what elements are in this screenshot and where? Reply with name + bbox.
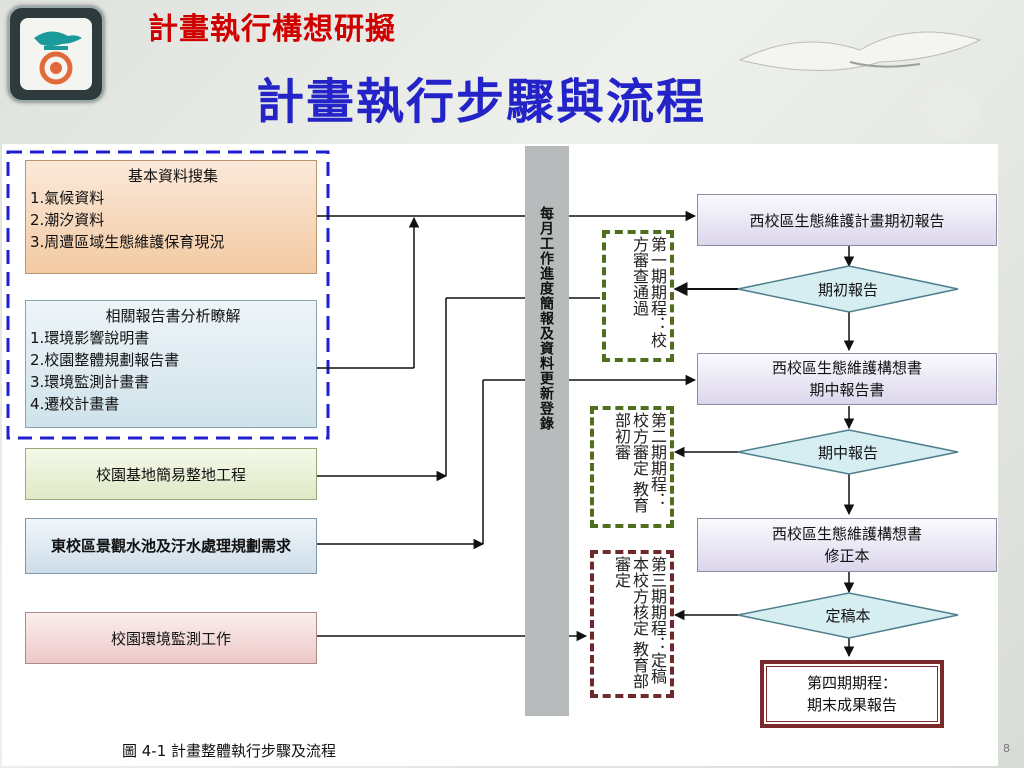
decision-final-draft <box>737 592 959 639</box>
final-report-line1: 第四期期程： <box>806 674 897 692</box>
revised-report-box: 西校區生態維護構想書 修正本 <box>697 518 997 572</box>
slide-number: 8 <box>1003 742 1010 755</box>
logo-emblem-icon <box>34 31 82 85</box>
interim-report-line2: 期中報告書 <box>809 381 885 399</box>
basic-data-item: 3.周遭區域生態維護保育現況 <box>30 233 225 251</box>
figure-caption: 圖 4-1 計畫整體執行步驟及流程 <box>122 742 337 760</box>
reports-item: 2.校園整體規劃報告書 <box>30 351 180 369</box>
final-report-line2: 期末成果報告 <box>806 696 897 714</box>
decorative-bird-image <box>738 31 982 140</box>
decision3-label: 定稿本 <box>825 607 870 625</box>
university-logo <box>8 6 104 102</box>
phase3-note: 第三期期程：定稿本校方核定 教育部審定 <box>590 550 674 698</box>
revised-report-line2: 修正本 <box>824 547 870 565</box>
basic-data-item: 2.潮汐資料 <box>30 211 105 229</box>
input-group-frame <box>6 150 330 440</box>
basic-data-item: 1.氣候資料 <box>30 189 105 207</box>
interim-report-line1: 西校區生態維護構想書 <box>771 359 922 377</box>
decision1-label: 期初報告 <box>818 281 878 299</box>
final-report-box: 第四期期程： 期末成果報告 <box>760 660 944 728</box>
east-pond-box: 東校區景觀水池及汙水處理規劃需求 <box>25 518 317 574</box>
slide-title: 計畫執行步驟與流程 <box>256 74 707 130</box>
decision2-label: 期中報告 <box>818 444 878 462</box>
phase1-note: 第一期期程：校方審查通過 <box>602 230 674 362</box>
basic-data-heading: 基本資料搜集 <box>127 167 218 185</box>
reports-item: 3.環境監測計畫書 <box>30 373 150 391</box>
basic-data-box: 基本資料搜集 1.氣候資料 2.潮汐資料 3.周遭區域生態維護保育現況 <box>25 160 317 274</box>
reports-analysis-box: 相關報告書分析瞭解 1.環境影響說明書 2.校園整體規劃報告書 3.環境監測計畫… <box>25 300 317 428</box>
monitoring-box: 校園環境監測工作 <box>25 612 317 664</box>
decision-interim-report <box>737 429 959 475</box>
slide-subtitle: 計畫執行構想研擬 <box>148 12 396 47</box>
initial-report-box: 西校區生態維護計畫期初報告 <box>697 194 997 246</box>
revised-report-line1: 西校區生態維護構想書 <box>771 525 922 543</box>
phase2-note: 第二期期程：校方審定 教育部初審 <box>590 406 674 528</box>
reports-item: 1.環境影響說明書 <box>30 329 150 347</box>
site-work-box: 校園基地簡易整地工程 <box>25 448 317 500</box>
reports-heading: 相關報告書分析瞭解 <box>105 307 241 325</box>
progress-update-bar <box>525 146 569 716</box>
progress-update-label: 每月工作進度簡報及資料更新登錄 <box>538 206 554 431</box>
decision-initial-report <box>737 265 959 313</box>
interim-report-box: 西校區生態維護構想書 期中報告書 <box>697 353 997 405</box>
reports-item: 4.遷校計畫書 <box>30 395 120 413</box>
